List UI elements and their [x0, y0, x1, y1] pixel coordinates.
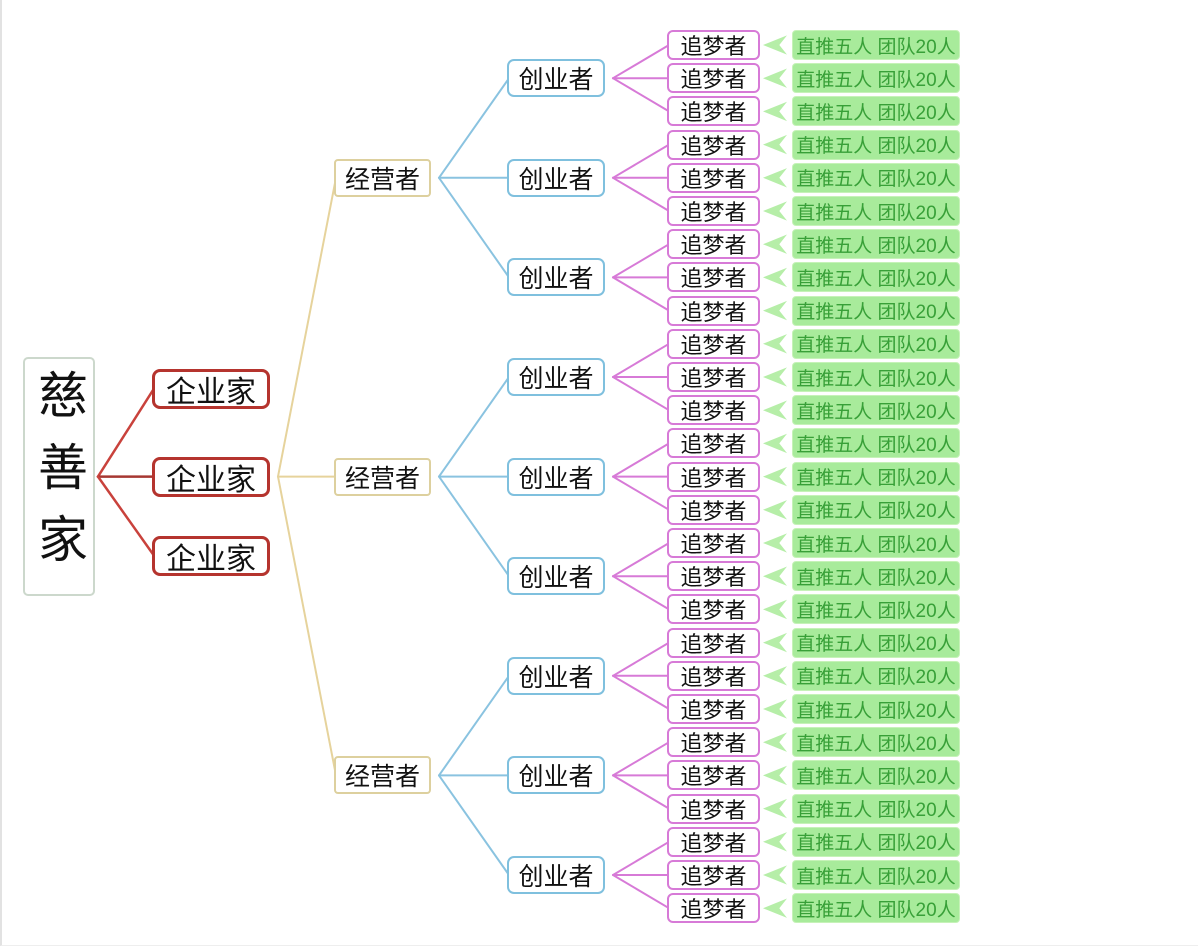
- dream-chaser-node[interactable]: 追梦者: [667, 793, 760, 824]
- connector-line: [612, 376, 670, 412]
- dream-chaser-node[interactable]: 追梦者: [667, 694, 760, 724]
- enterpriser-node[interactable]: 企业家: [152, 368, 270, 409]
- dream-chaser-node[interactable]: 追梦者: [667, 760, 760, 791]
- connector-line: [612, 674, 670, 710]
- team-tag[interactable]: 直推五人 团队20人: [792, 196, 960, 226]
- connector-line: [612, 176, 670, 212]
- operator-node[interactable]: 经营者: [334, 158, 431, 197]
- dream-chaser-node[interactable]: 追梦者: [667, 826, 760, 857]
- connector-line: [612, 77, 670, 113]
- dream-chaser-node[interactable]: 追梦者: [667, 295, 760, 326]
- dream-chaser-node[interactable]: 追梦者: [667, 96, 760, 127]
- team-tag[interactable]: 直推五人 团队20人: [792, 162, 960, 193]
- team-tag[interactable]: 直推五人 团队20人: [792, 63, 960, 94]
- team-tag[interactable]: 直推五人 团队20人: [792, 362, 960, 392]
- dream-chaser-node[interactable]: 追梦者: [667, 30, 760, 60]
- dream-chaser-node[interactable]: 追梦者: [667, 893, 760, 924]
- team-tag[interactable]: 直推五人 团队20人: [792, 660, 960, 691]
- team-tag[interactable]: 直推五人 团队20人: [792, 627, 960, 658]
- connector-line: [438, 176, 510, 279]
- connector-line: [612, 542, 670, 578]
- connector-line: [277, 176, 337, 478]
- dream-chaser-node[interactable]: 追梦者: [667, 561, 760, 592]
- team-tag[interactable]: 直推五人 团队20人: [792, 395, 960, 426]
- connector-line: [612, 243, 670, 279]
- dream-chaser-node[interactable]: 追梦者: [667, 63, 760, 94]
- connector-line: [612, 342, 670, 378]
- root-node[interactable]: 慈善家: [23, 357, 95, 597]
- connector-line: [612, 575, 670, 611]
- dream-chaser-node[interactable]: 追梦者: [667, 627, 760, 658]
- enterpriser-node[interactable]: 企业家: [152, 456, 270, 497]
- connector-line: [438, 77, 510, 179]
- operator-node[interactable]: 经营者: [334, 756, 431, 795]
- dream-chaser-node[interactable]: 追梦者: [667, 727, 760, 758]
- dream-chaser-node[interactable]: 追梦者: [667, 328, 760, 359]
- dream-chaser-node[interactable]: 追梦者: [667, 594, 760, 625]
- dream-chaser-node[interactable]: 追梦者: [667, 196, 760, 226]
- connector-line: [438, 376, 510, 478]
- team-tag[interactable]: 直推五人 团队20人: [792, 860, 960, 890]
- dream-chaser-node[interactable]: 追梦者: [667, 162, 760, 193]
- team-tag[interactable]: 直推五人 团队20人: [792, 262, 960, 293]
- team-tag[interactable]: 直推五人 团队20人: [792, 295, 960, 326]
- team-tag[interactable]: 直推五人 团队20人: [792, 594, 960, 625]
- dream-chaser-node[interactable]: 追梦者: [667, 860, 760, 890]
- dream-chaser-node[interactable]: 追梦者: [667, 461, 760, 492]
- enterpriser-node[interactable]: 企业家: [152, 535, 270, 576]
- connector-line: [438, 774, 510, 876]
- connector-line: [612, 276, 670, 312]
- startup-founder-node[interactable]: 创业者: [507, 358, 605, 396]
- team-tag[interactable]: 直推五人 团队20人: [792, 528, 960, 558]
- team-tag[interactable]: 直推五人 团队20人: [792, 428, 960, 459]
- team-tag[interactable]: 直推五人 团队20人: [792, 561, 960, 592]
- connector-line: [612, 741, 670, 777]
- connector-line: [96, 387, 156, 478]
- team-tag[interactable]: 直推五人 团队20人: [792, 760, 960, 791]
- dream-chaser-node[interactable]: 追梦者: [667, 660, 760, 691]
- dream-chaser-node[interactable]: 追梦者: [667, 528, 760, 558]
- connector-line: [612, 475, 670, 511]
- connector-line: [612, 874, 670, 910]
- connector-line: [612, 143, 670, 179]
- team-tag[interactable]: 直推五人 团队20人: [792, 694, 960, 724]
- team-tag[interactable]: 直推五人 团队20人: [792, 461, 960, 492]
- dream-chaser-node[interactable]: 追梦者: [667, 395, 760, 426]
- startup-founder-node[interactable]: 创业者: [507, 756, 605, 795]
- connector-line: [612, 44, 670, 80]
- startup-founder-node[interactable]: 创业者: [507, 59, 605, 98]
- startup-founder-node[interactable]: 创业者: [507, 258, 605, 297]
- team-tag[interactable]: 直推五人 团队20人: [792, 494, 960, 525]
- team-tag[interactable]: 直推五人 团队20人: [792, 328, 960, 359]
- team-tag[interactable]: 直推五人 团队20人: [792, 893, 960, 924]
- connector-line: [612, 774, 670, 810]
- connector-line: [612, 840, 670, 876]
- connector-line: [438, 475, 510, 578]
- team-tag[interactable]: 直推五人 团队20人: [792, 727, 960, 758]
- startup-founder-node[interactable]: 创业者: [507, 457, 605, 496]
- team-tag[interactable]: 直推五人 团队20人: [792, 96, 960, 127]
- dream-chaser-node[interactable]: 追梦者: [667, 229, 760, 260]
- team-tag[interactable]: 直推五人 团队20人: [792, 30, 960, 60]
- connector-line: [438, 674, 510, 777]
- team-tag[interactable]: 直推五人 团队20人: [792, 793, 960, 824]
- team-tag[interactable]: 直推五人 团队20人: [792, 129, 960, 160]
- startup-founder-node[interactable]: 创业者: [507, 856, 605, 894]
- connector-line: [612, 442, 670, 478]
- startup-founder-node[interactable]: 创业者: [507, 656, 605, 695]
- team-tag[interactable]: 直推五人 团队20人: [792, 826, 960, 857]
- startup-founder-node[interactable]: 创业者: [507, 557, 605, 596]
- dream-chaser-node[interactable]: 追梦者: [667, 129, 760, 160]
- dream-chaser-node[interactable]: 追梦者: [667, 428, 760, 459]
- dream-chaser-node[interactable]: 追梦者: [667, 262, 760, 293]
- operator-node[interactable]: 经营者: [334, 457, 431, 496]
- connector-line: [277, 475, 337, 777]
- connector-line: [612, 641, 670, 677]
- startup-founder-node[interactable]: 创业者: [507, 158, 605, 197]
- team-tag[interactable]: 直推五人 团队20人: [792, 229, 960, 260]
- dream-chaser-node[interactable]: 追梦者: [667, 362, 760, 392]
- dream-chaser-node[interactable]: 追梦者: [667, 494, 760, 525]
- connector-line: [96, 475, 156, 557]
